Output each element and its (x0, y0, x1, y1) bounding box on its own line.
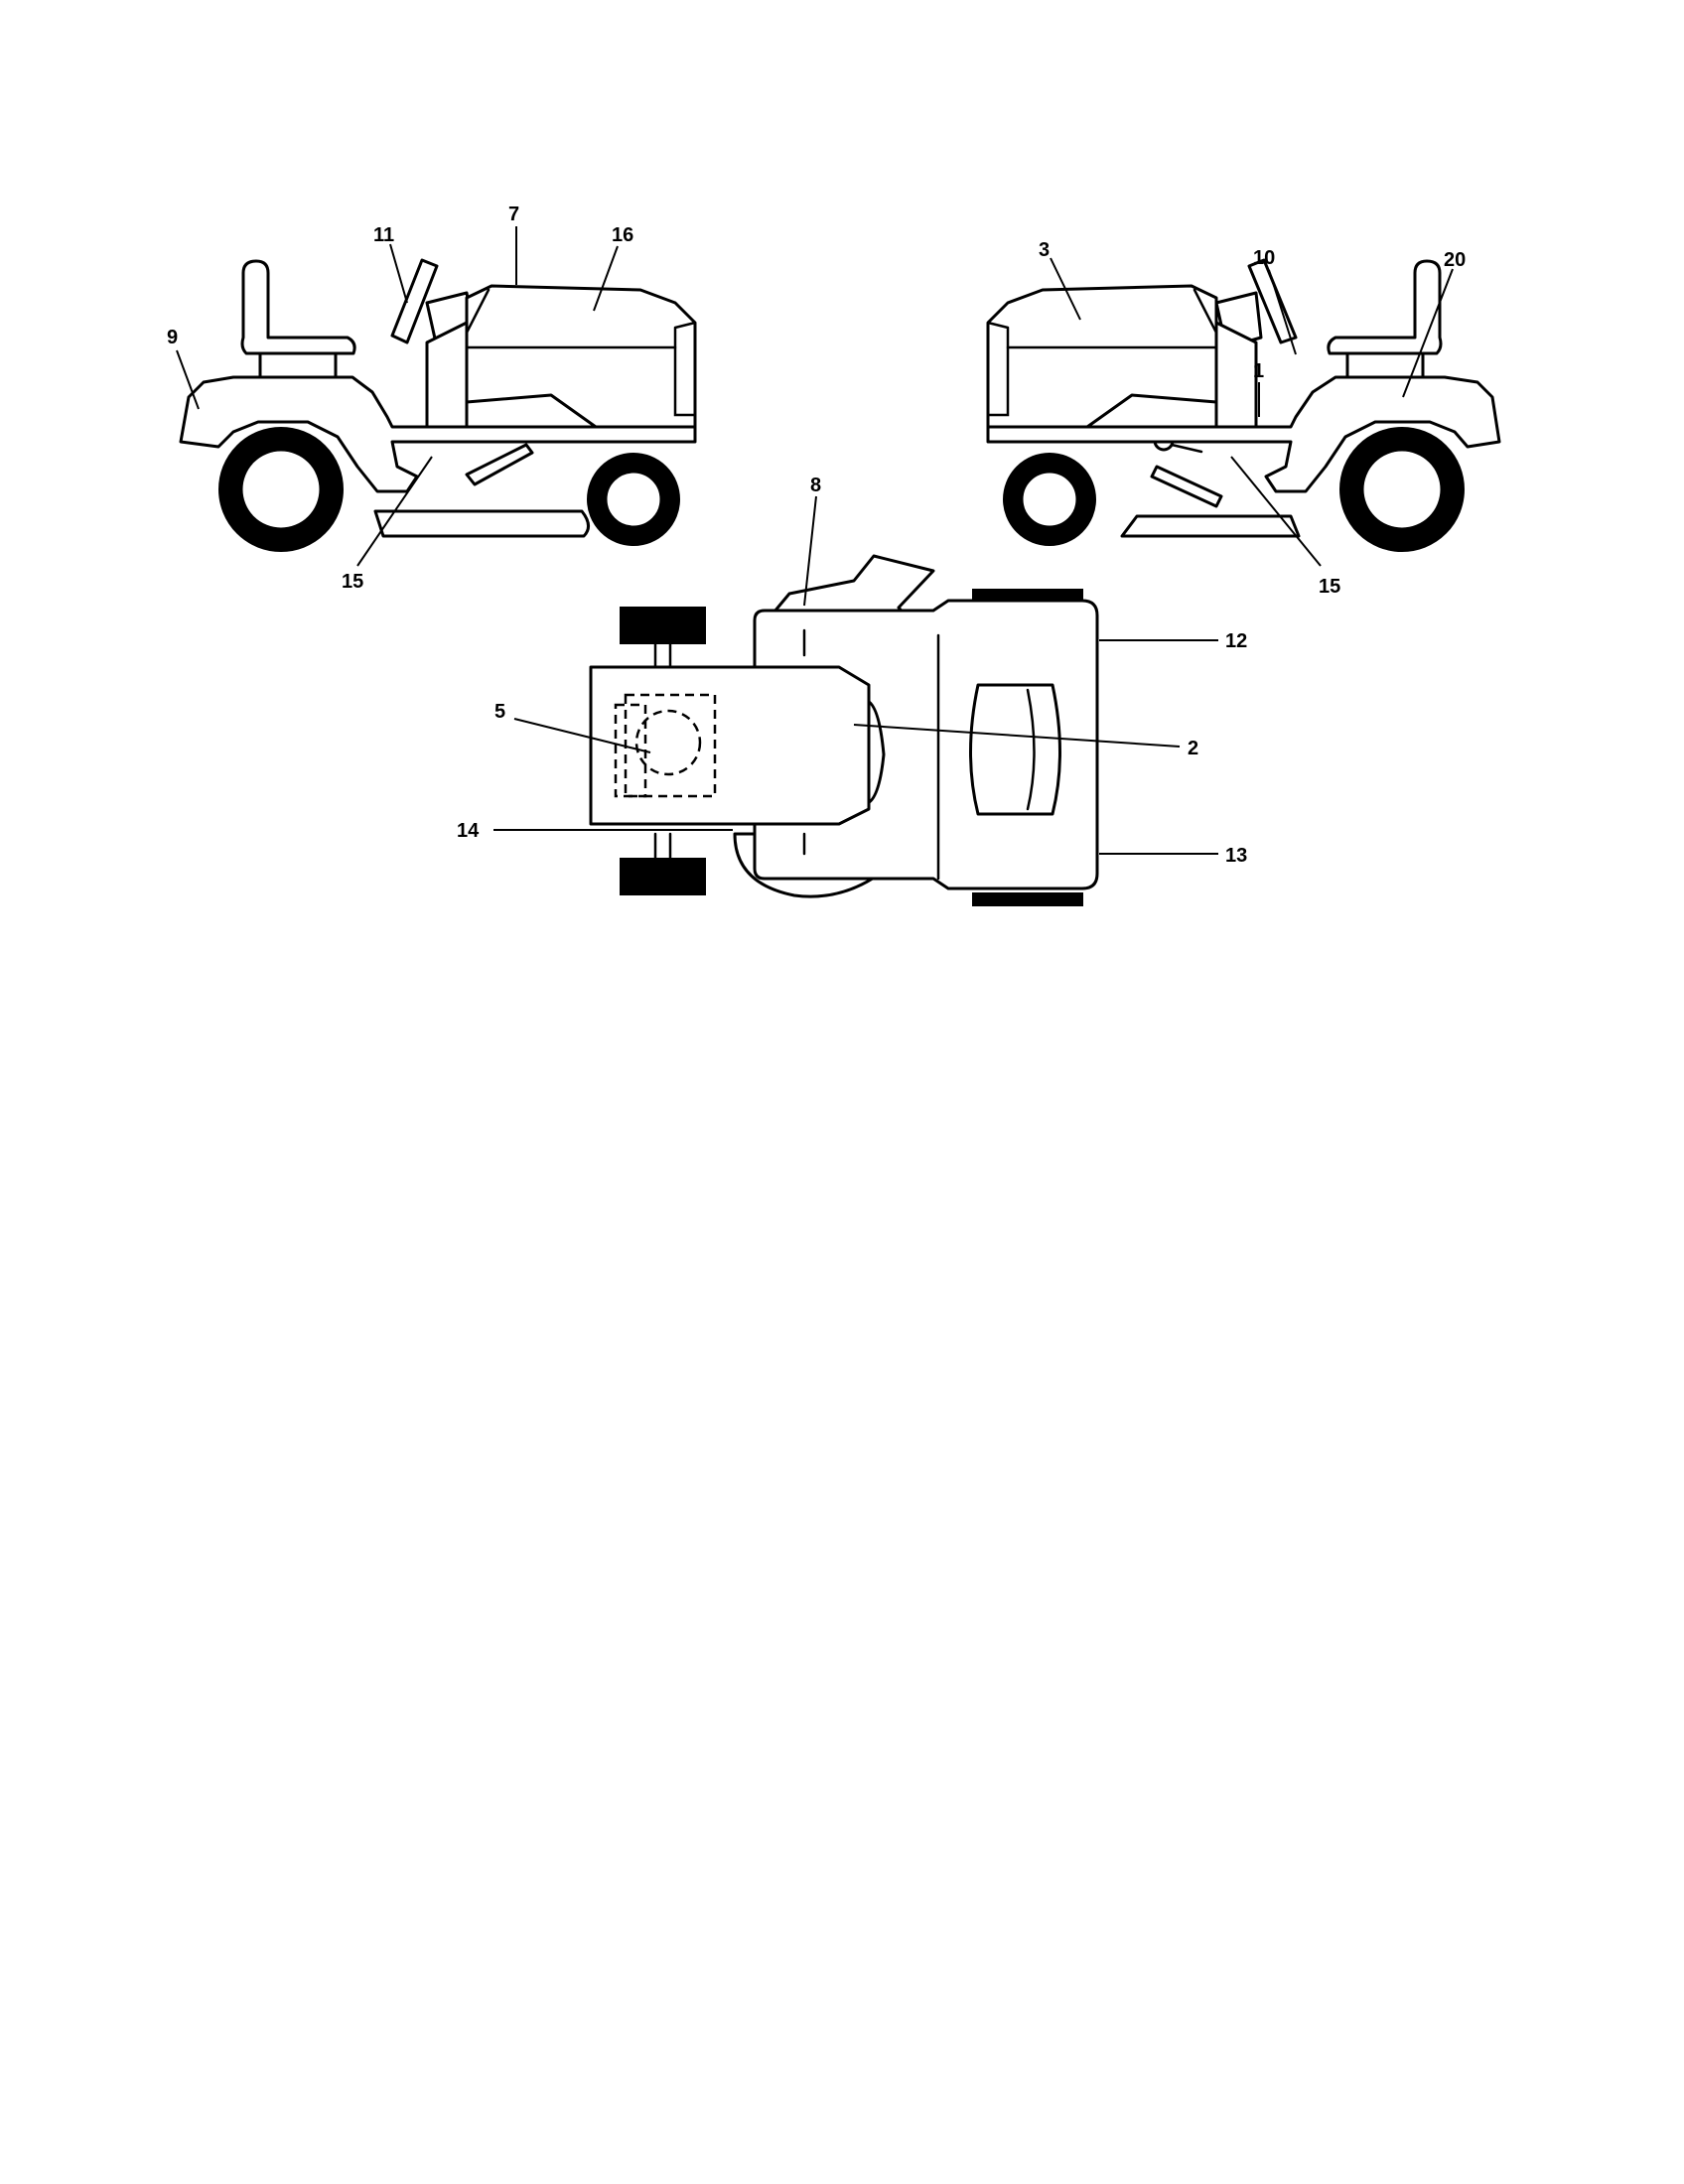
hood-grille (673, 321, 697, 417)
seat-top (969, 683, 1061, 816)
hood (986, 284, 1218, 429)
leader-9 (176, 349, 200, 410)
seat (1327, 259, 1443, 355)
callout-2: 2 (1188, 738, 1198, 759)
dash-tower (425, 321, 469, 429)
callout-5: 5 (494, 701, 505, 723)
mower-deck (373, 509, 590, 538)
seat-base (1345, 351, 1425, 379)
callout-leaders (176, 226, 1454, 855)
leader-5 (513, 718, 651, 753)
callout-14: 14 (457, 820, 480, 842)
rear-tire-bottom (972, 892, 1083, 906)
lever-handle (1170, 443, 1203, 454)
engine-flywheel (634, 709, 702, 776)
rear-wheel-hub (239, 448, 323, 531)
steering-wheel (390, 258, 439, 344)
seat-top-line (1026, 688, 1036, 811)
leader-10 (1268, 269, 1297, 355)
hood-top (589, 665, 871, 826)
leader-3 (1050, 257, 1081, 321)
callout-9: 9 (167, 327, 178, 348)
dash-tower (1214, 321, 1258, 429)
leader-20 (1402, 268, 1454, 398)
rear-wheel-hub (1360, 448, 1444, 531)
callout-16: 16 (612, 224, 633, 246)
lift-pedal (1150, 465, 1223, 508)
callout-labels: 7 16 11 9 15 3 10 20 1 15 8 12 5 2 14 13 (167, 204, 1466, 867)
leader-15-right (1230, 456, 1322, 567)
callout-7: 7 (508, 204, 519, 225)
hood-panel-line (1006, 288, 1218, 349)
callout-3: 3 (1039, 239, 1050, 261)
callout-12: 12 (1225, 630, 1247, 652)
hood (465, 284, 697, 429)
callout-10: 10 (1253, 247, 1275, 269)
hood-panel-line (465, 288, 677, 349)
front-tire-top (620, 607, 706, 644)
leader-15-left (356, 456, 433, 567)
leader-8 (803, 495, 817, 607)
callout-15-right: 15 (1319, 576, 1340, 598)
callout-1: 1 (1253, 360, 1264, 382)
lift-pedal (465, 443, 534, 486)
front-wheel-hub (604, 470, 663, 529)
seat (240, 259, 356, 355)
leader-2 (853, 724, 1181, 748)
steering-wheel (1247, 258, 1298, 344)
mower-deck (1120, 514, 1301, 538)
top-view (589, 554, 1099, 906)
callout-11: 11 (373, 224, 394, 246)
leader-11 (389, 243, 408, 304)
hood-grille (986, 321, 1010, 417)
front-axle (653, 641, 672, 861)
seat-base (258, 351, 338, 379)
left-side-view (179, 258, 697, 552)
callout-15-left: 15 (342, 571, 363, 593)
callout-13: 13 (1225, 845, 1247, 867)
leader-16 (593, 245, 619, 312)
right-side-view (986, 258, 1501, 552)
front-tire-bottom (620, 858, 706, 895)
front-wheel-hub (1020, 470, 1079, 529)
callout-20: 20 (1444, 249, 1466, 271)
callout-8: 8 (810, 475, 821, 496)
